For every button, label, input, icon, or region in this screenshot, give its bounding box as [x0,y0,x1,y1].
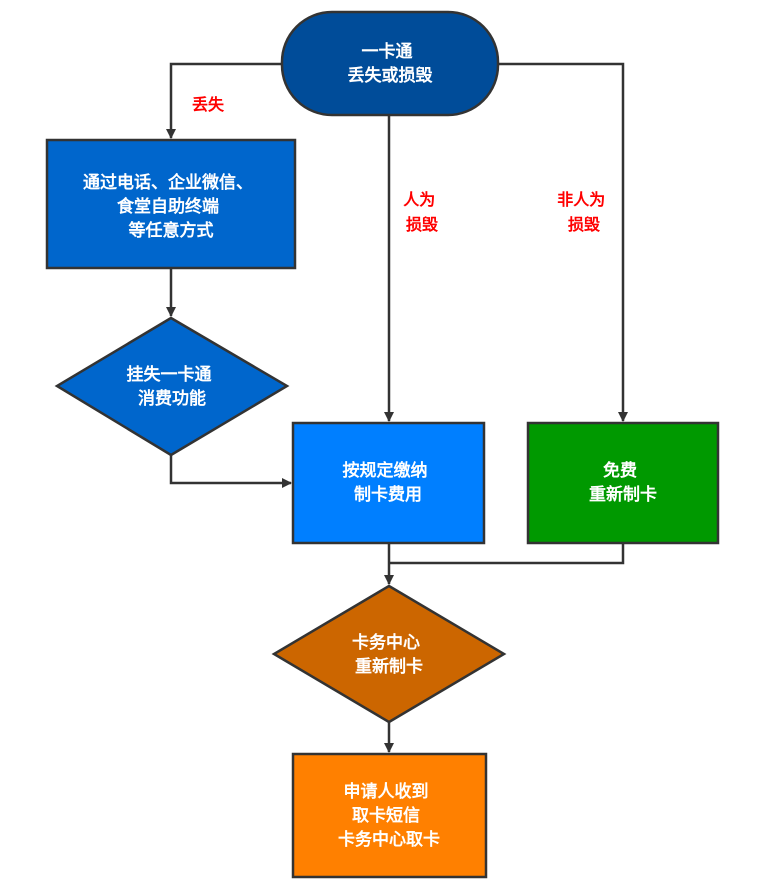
edge-label-human: 人为 损毁 [403,190,441,234]
node-freeze-line-1: 挂失一卡通 [127,364,212,385]
node-start-line-1: 一卡通 [362,41,413,62]
edges [166,62,628,753]
decision-shape [54,316,290,457]
node-remake: 卡务中心 重新制卡 [271,584,507,724]
edge-freeze-to-pay [169,455,292,488]
edge-free-to-merge [389,544,625,565]
svg-text:按规定缴纳 制卡费用: 按规定缴纳 制卡费用 [343,460,434,505]
node-start-line-2: 丢失或损毁 [348,65,434,86]
node-report-line-2: 食堂自助终端 [117,196,219,217]
node-remake-line-2: 重新制卡 [355,656,423,677]
node-free: 免费 重新制卡 [526,421,720,545]
node-pickup-line-3: 卡务中心取卡 [338,829,440,850]
edge-label-lost: 丢失 [192,95,225,114]
node-pay-line-2: 制卡费用 [354,484,422,505]
process-shape [45,138,297,270]
svg-text:挂失一卡通 消费功能: 挂失一卡通 消费功能 [127,364,218,409]
node-free-line-1: 免费 [603,460,637,481]
node-pickup-line-1: 申请人收到 [344,781,429,802]
svg-text:免费 重新制卡: 免费 重新制卡 [589,460,657,505]
svg-text:一卡通 丢失或损毁: 一卡通 丢失或损毁 [348,41,434,86]
decision-shape [271,584,507,724]
node-report: 通过电话、企业微信、 食堂自助终端 等任意方式 [45,138,297,270]
process-shape [291,752,488,879]
node-start: 一卡通 丢失或损毁 [280,10,500,117]
process-shape [526,421,720,545]
node-pickup: 申请人收到 取卡短信 卡务中心取卡 [291,752,488,879]
node-pay: 按规定缴纳 制卡费用 [291,421,486,545]
svg-text:卡务中心 重新制卡: 卡务中心 重新制卡 [352,632,426,677]
edge-start-to-report [166,62,282,139]
process-shape [291,421,486,545]
node-report-line-1: 通过电话、企业微信、 [83,172,253,193]
node-pay-line-1: 按规定缴纳 [343,460,428,481]
node-freeze: 挂失一卡通 消费功能 [54,316,290,457]
svg-text:申请人收到 取卡短信 卡务中心取卡: 申请人收到 取卡短信 卡务中心取卡 [338,781,440,850]
terminator-shape [280,10,500,117]
edge-label-nonhuman: 非人为 损毁 [557,190,611,234]
node-report-line-3: 等任意方式 [129,220,214,241]
node-free-line-2: 重新制卡 [589,484,657,505]
node-pickup-line-2: 取卡短信 [352,805,420,826]
node-remake-line-1: 卡务中心 [352,632,420,653]
node-freeze-line-2: 消费功能 [138,388,206,409]
edge-start-to-free [498,62,628,422]
svg-text:通过电话、企业微信、 食堂自助终端: 通过电话、企业微信、 食堂自助终端 等任意方式 [83,172,259,241]
